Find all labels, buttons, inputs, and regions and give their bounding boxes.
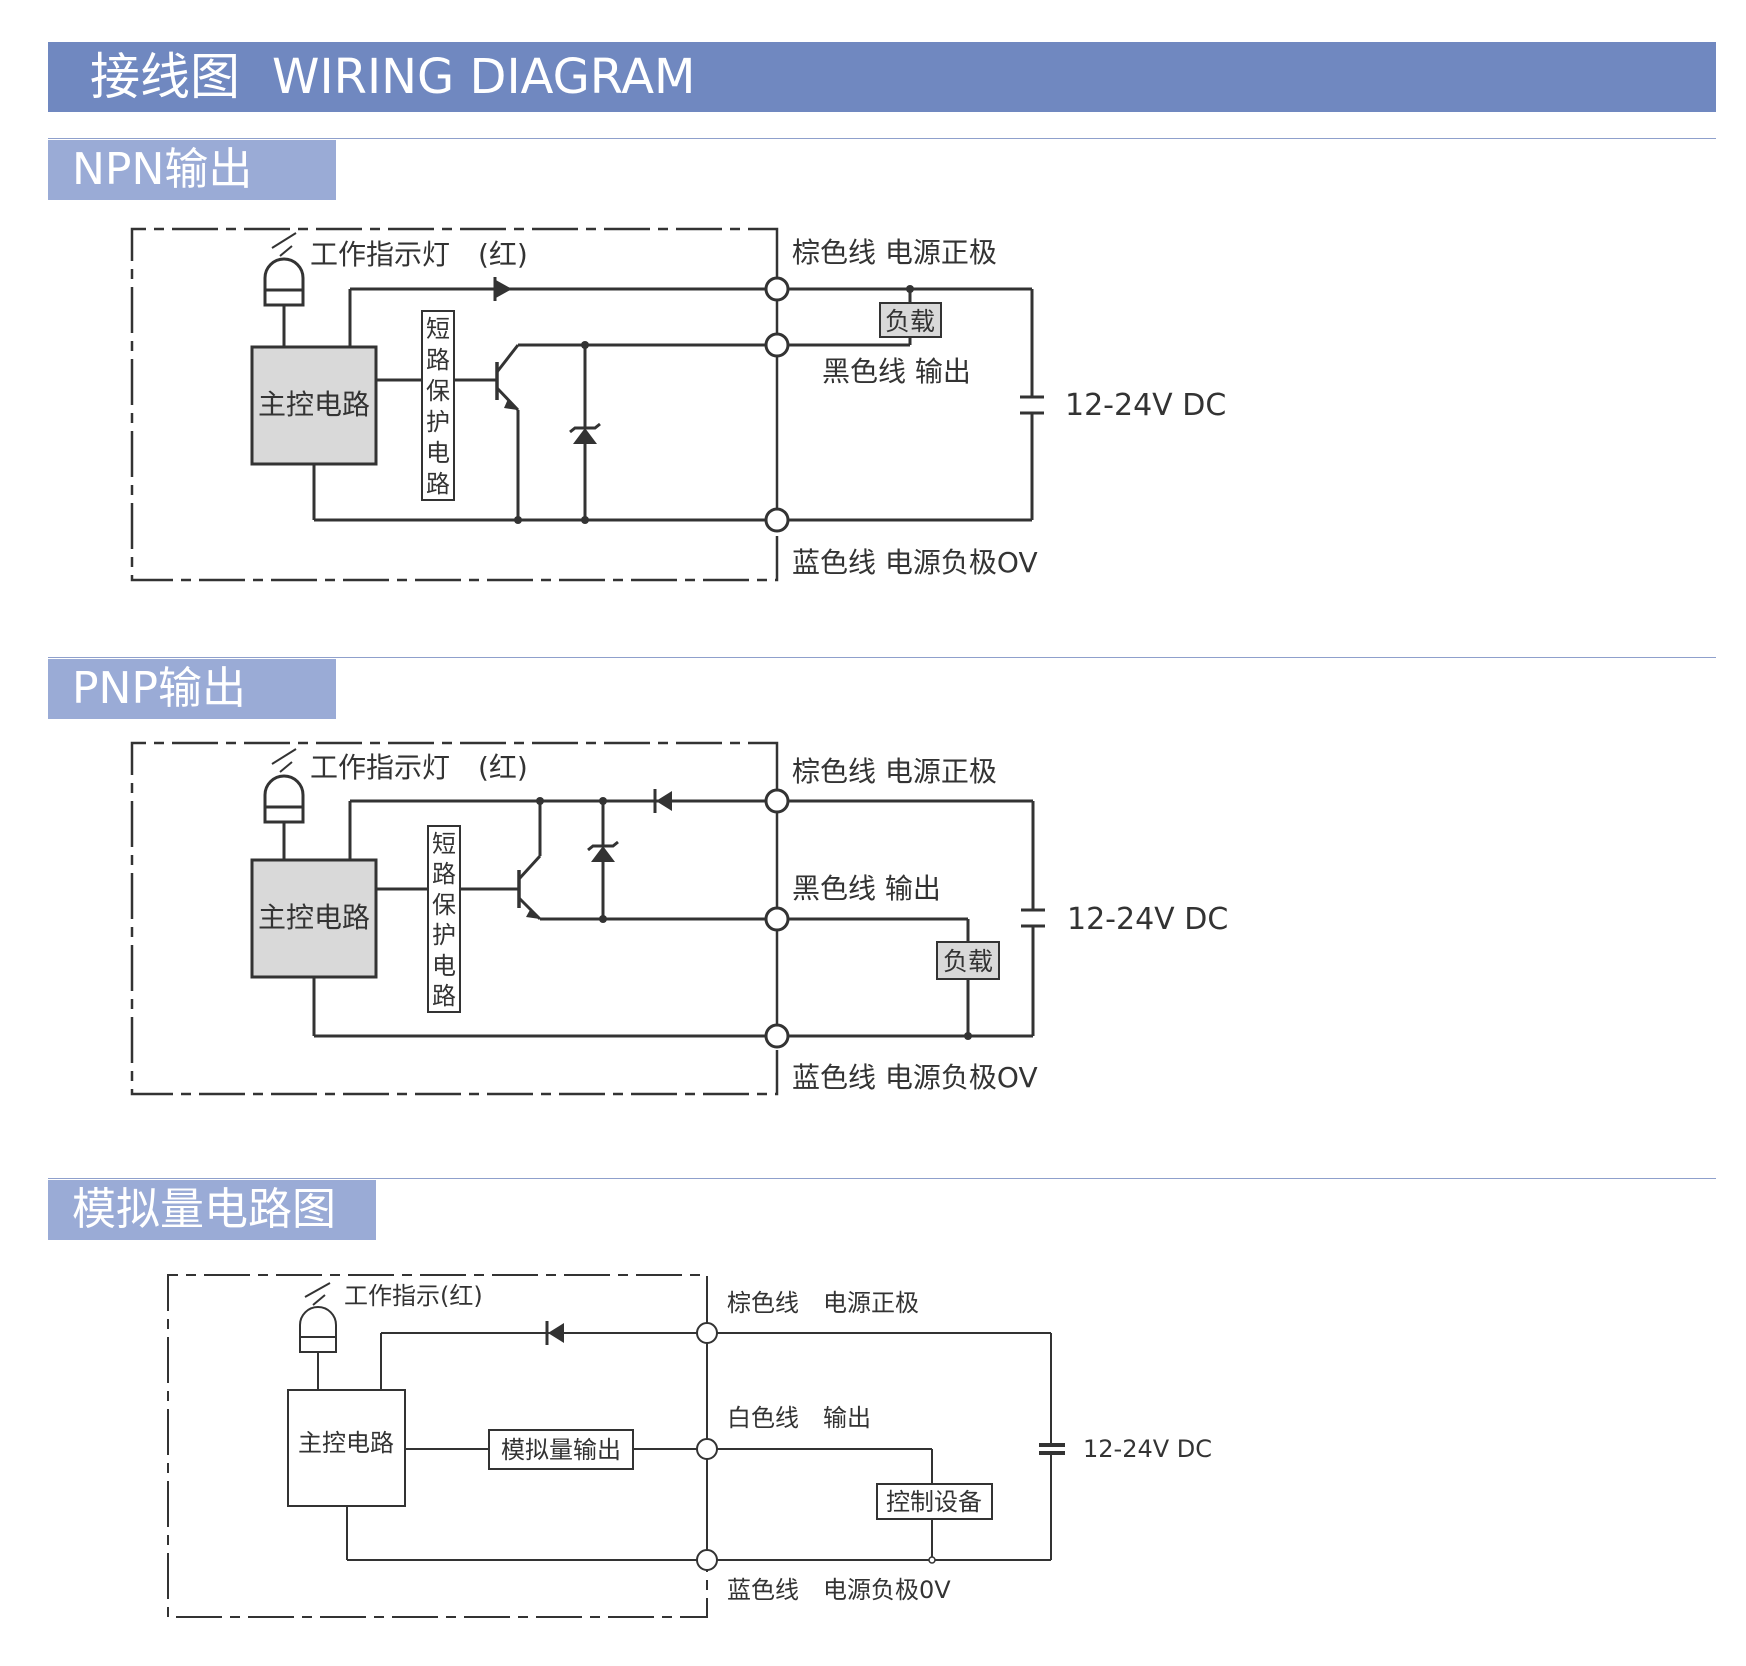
npn-load-label: 负载	[885, 307, 935, 336]
pnp-protect-char-2: 路	[432, 860, 456, 888]
analog-indicator-label: 工作指示(红)	[344, 1282, 483, 1310]
npn-supply-label: 12-24V DC	[1065, 388, 1226, 423]
header-banner: 接线图 WIRING DIAGRAM	[48, 42, 1716, 112]
pnp-load-box	[936, 941, 1000, 980]
analog-output-box	[488, 1429, 634, 1470]
banner-title-en: WIRING DIAGRAM	[272, 49, 696, 105]
pnp-protect-char-4: 护	[432, 921, 456, 949]
pnp-protect-char-5: 电	[432, 952, 456, 980]
pnp-load-label: 负载	[943, 947, 993, 976]
pnp-section-tab: PNP输出	[48, 659, 336, 719]
pnp-protect-char-1: 短	[432, 830, 456, 858]
analog-blue-wire-label: 蓝色线 电源负极0V	[727, 1576, 951, 1604]
pnp-brown-wire-label: 棕色线 电源正极	[792, 755, 997, 788]
analog-control-device-box	[876, 1483, 993, 1520]
pnp-led-light-icon	[271, 748, 297, 773]
npn-indicator-label: 工作指示灯 (红)	[310, 238, 528, 271]
pnp-led-icon	[263, 774, 305, 824]
analog-main-circuit-label: 主控电路	[298, 1429, 394, 1457]
npn-main-circuit-box	[250, 345, 378, 466]
npn-protection-box	[421, 310, 455, 501]
analog-led-icon	[299, 1306, 337, 1353]
pnp-black-wire-label: 黑色线 输出	[792, 872, 941, 905]
analog-section-tab: 模拟量电路图	[48, 1180, 376, 1240]
pnp-blue-wire-label: 蓝色线 电源负极OV	[792, 1061, 1038, 1094]
npn-section-rule	[48, 138, 1716, 139]
npn-housing-outline	[130, 227, 779, 582]
pnp-housing-outline	[130, 741, 779, 1096]
pnp-section-rule	[48, 657, 1716, 658]
npn-main-circuit-label: 主控电路	[258, 388, 370, 421]
analog-led-light-icon	[304, 1282, 331, 1306]
npn-protect-char-3: 保	[426, 377, 450, 405]
analog-brown-wire-label: 棕色线 电源正极	[727, 1289, 919, 1317]
pnp-protect-char-6: 路	[432, 982, 456, 1010]
analog-white-wire-label: 白色线 输出	[727, 1404, 871, 1432]
analog-control-device-label: 控制设备	[886, 1488, 982, 1516]
npn-brown-wire-label: 棕色线 电源正极	[792, 236, 997, 269]
npn-protect-char-6: 路	[426, 470, 450, 498]
banner-title-cn: 接线图	[90, 48, 240, 106]
pnp-protection-box	[427, 825, 461, 1013]
analog-housing-outline	[167, 1274, 708, 1618]
npn-black-wire-label: 黑色线 输出	[822, 355, 971, 388]
npn-protect-char-2: 路	[426, 346, 450, 374]
analog-section-rule	[48, 1178, 1716, 1179]
analog-main-circuit-box	[287, 1389, 406, 1507]
pnp-protect-char-3: 保	[432, 891, 456, 919]
pnp-main-circuit-box	[250, 858, 378, 979]
npn-blue-wire-label: 蓝色线 电源负极OV	[792, 546, 1038, 579]
npn-led-light-icon	[271, 232, 297, 257]
npn-protect-char-1: 短	[426, 315, 450, 343]
npn-section-tab: NPN输出	[48, 140, 336, 200]
npn-led-icon	[263, 257, 305, 307]
npn-protect-char-4: 护	[426, 408, 450, 436]
pnp-main-circuit-label: 主控电路	[258, 901, 370, 934]
npn-load-box	[879, 302, 942, 338]
pnp-indicator-label: 工作指示灯 (红)	[310, 751, 528, 784]
pnp-supply-label: 12-24V DC	[1067, 902, 1228, 937]
analog-supply-label: 12-24V DC	[1083, 1435, 1212, 1463]
analog-output-label: 模拟量输出	[501, 1436, 621, 1464]
npn-protect-char-5: 电	[426, 439, 450, 467]
